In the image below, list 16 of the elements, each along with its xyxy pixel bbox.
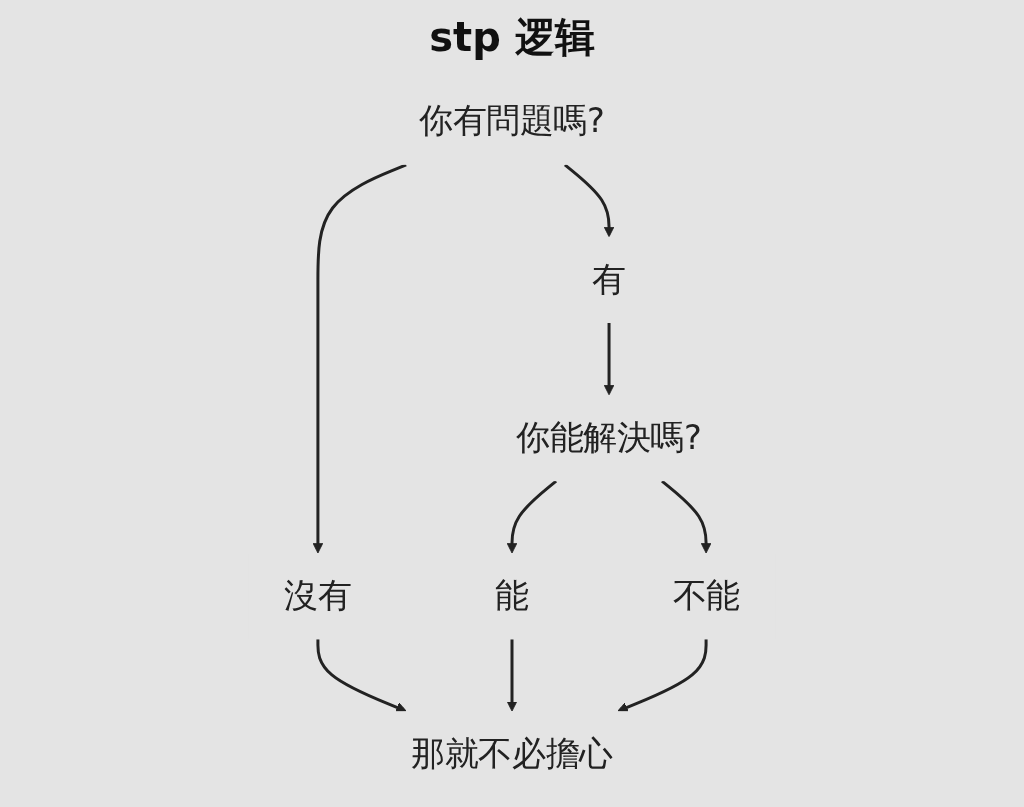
node-text: 能 (495, 575, 529, 616)
arrow (564, 163, 615, 238)
arrow (312, 163, 407, 554)
node-text: 你能解決嗎? (516, 417, 702, 458)
arrow (316, 639, 407, 713)
arrow (506, 639, 518, 712)
arrow (506, 479, 558, 554)
node-text: 不能 (672, 575, 740, 616)
diagram-title: stp 逻辑 (429, 13, 595, 62)
node-text: 有 (592, 259, 626, 300)
arrow (661, 479, 712, 554)
node-text: 沒有 (284, 575, 352, 616)
node-text: 你有問題嗎? (419, 101, 605, 141)
node-text: 那就不必擔心 (411, 733, 613, 774)
arrow (617, 639, 708, 713)
arrow (603, 323, 615, 396)
